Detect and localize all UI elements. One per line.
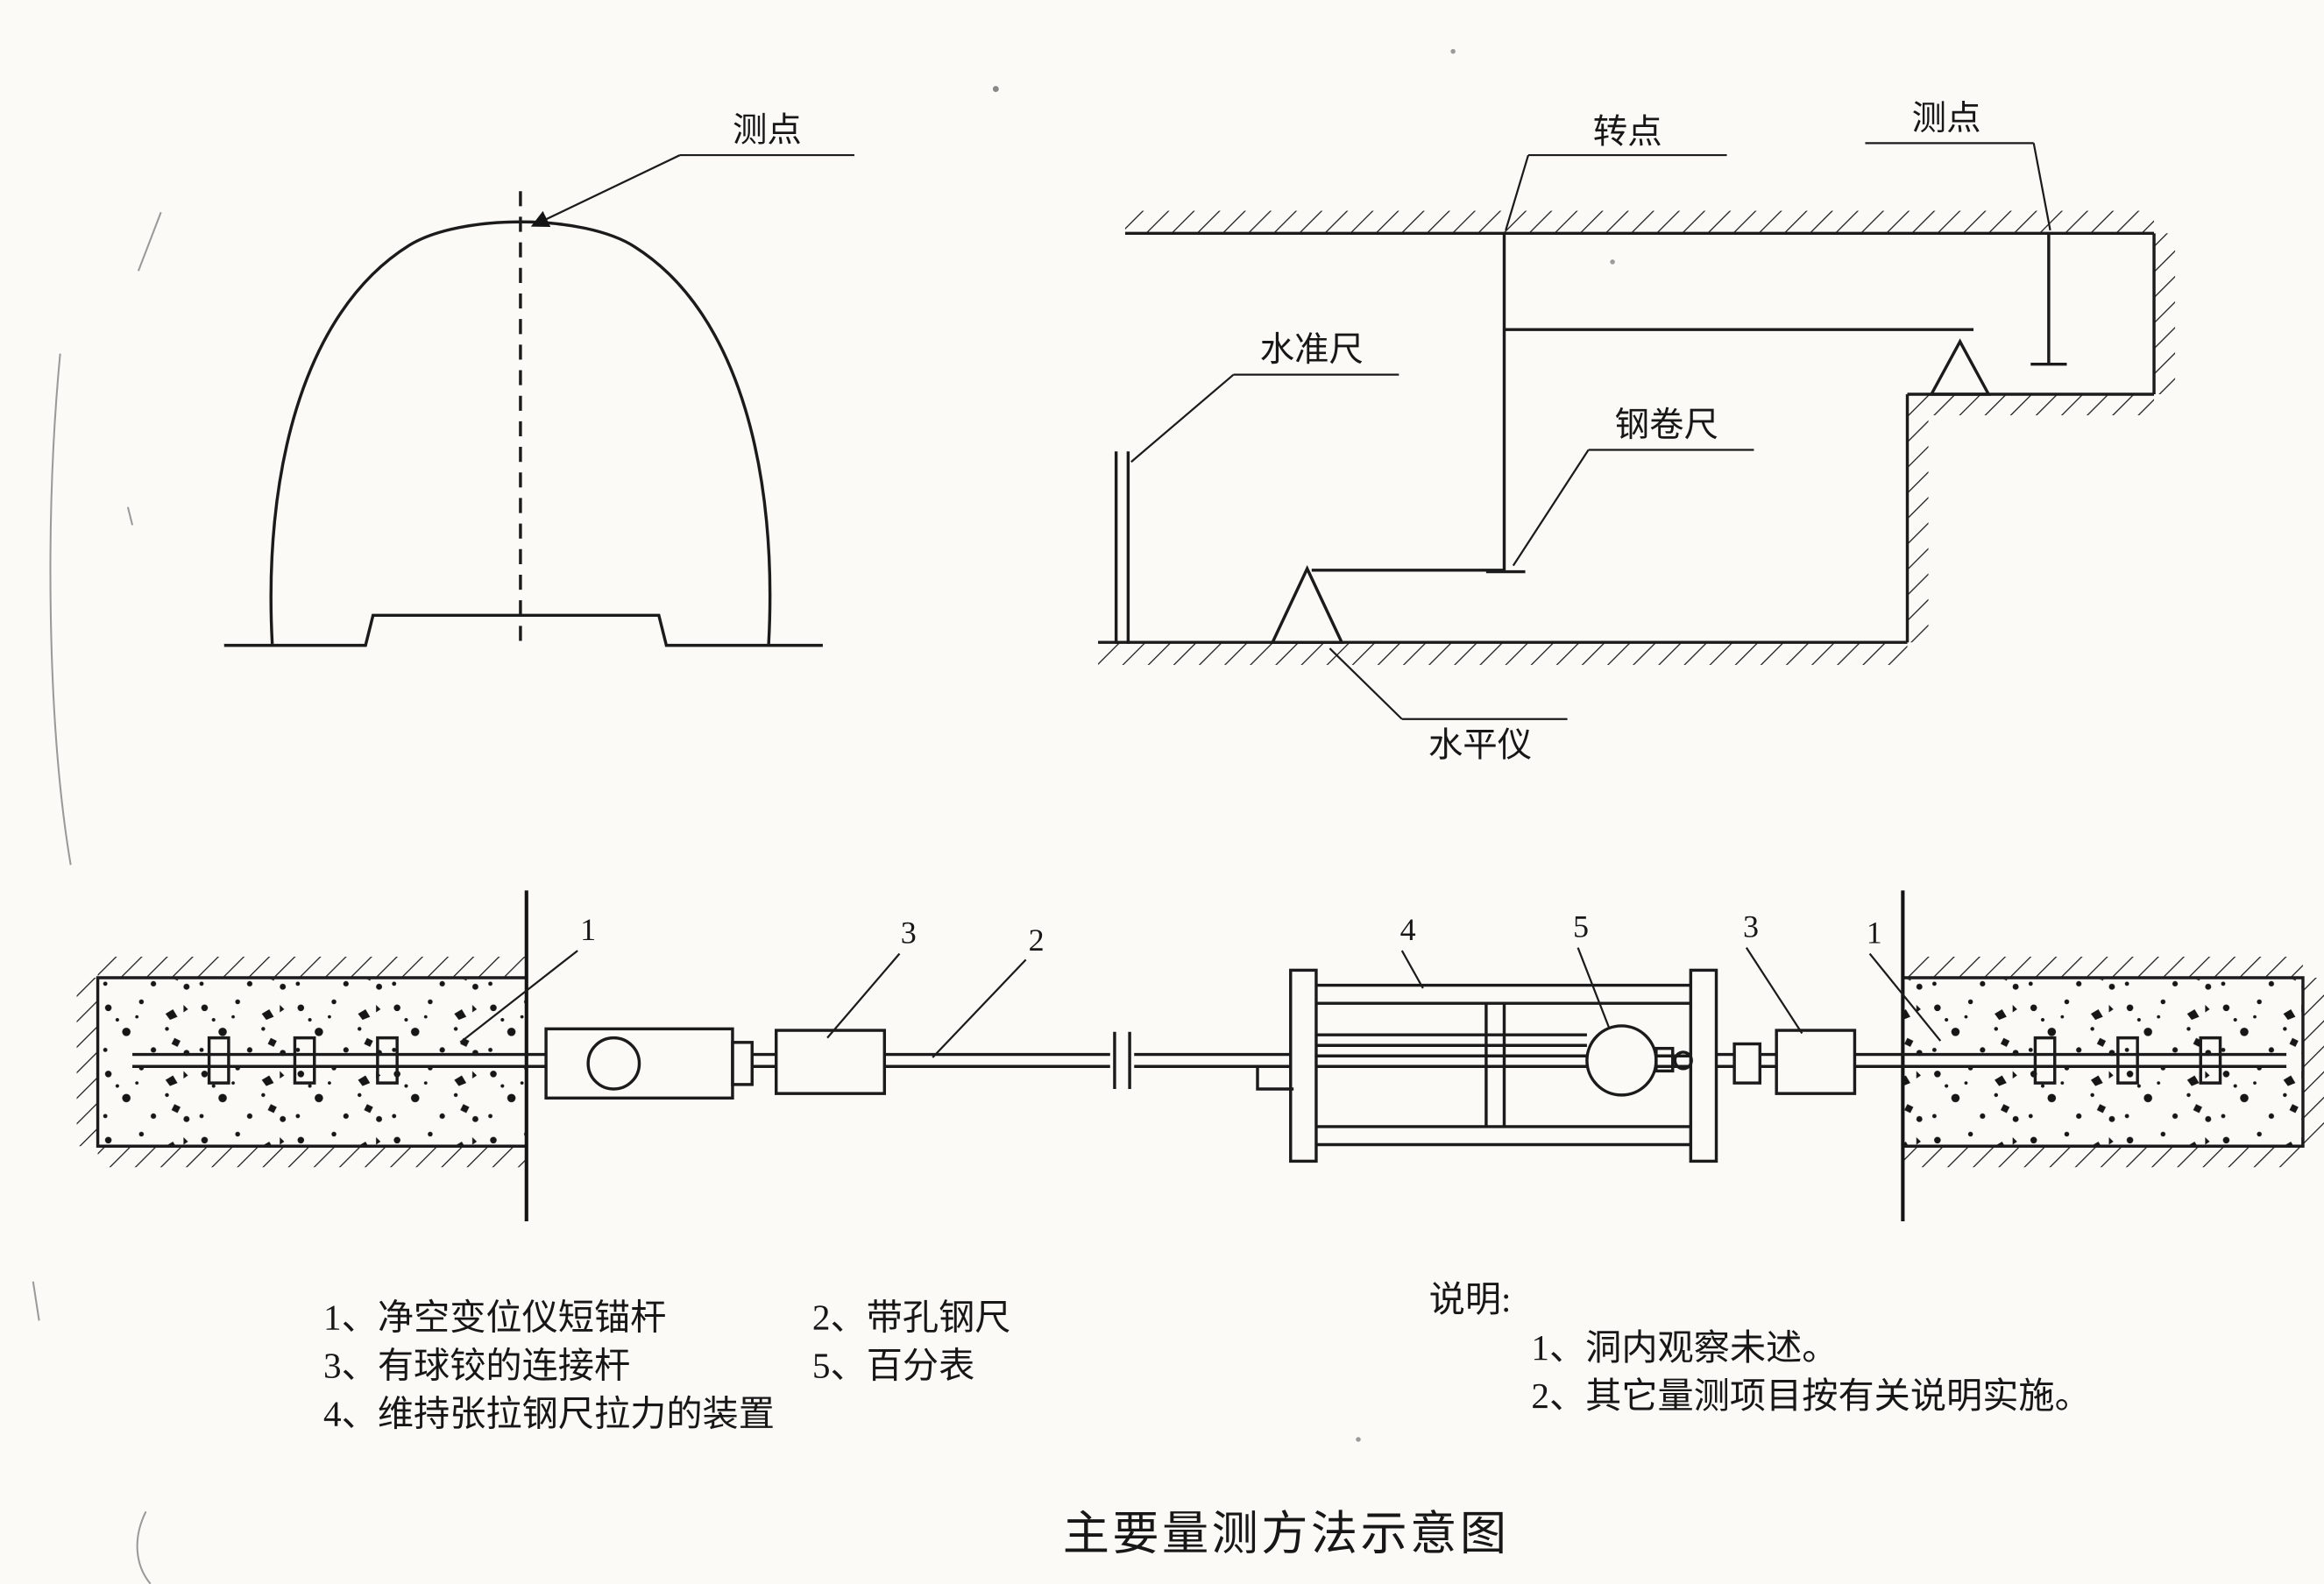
callout-leader (1745, 947, 1803, 1035)
scan-artifacts (32, 48, 1615, 1584)
scan-artifact (136, 1510, 152, 1584)
left-anchor-plates (207, 1036, 399, 1085)
tension-bracket (1256, 1066, 1294, 1091)
callout-3-right: 3 (1743, 909, 1759, 944)
callout-leader (1400, 950, 1424, 989)
callout-leader (1576, 947, 1611, 1029)
scan-artifact (1610, 259, 1615, 265)
tunnel-point-callout: 测点 (530, 111, 854, 227)
steel-tape-label: 钢卷尺 (1615, 406, 1718, 444)
legend-item-5: 5、百分表 (812, 1346, 974, 1386)
left-connecting-rod-body (775, 1029, 887, 1095)
right-rock-side-hatch (2302, 977, 2324, 1147)
callout-leader (1329, 647, 1403, 720)
callout-2: 2 (1029, 923, 1045, 958)
scan-artifact (992, 86, 999, 92)
gauge-ball-joint (586, 1036, 641, 1091)
left-rock-bottom-hatch (97, 1146, 527, 1168)
right-connecting-rod-body (1775, 1029, 1857, 1095)
tape-coupling (1113, 1031, 1131, 1090)
turning-point-callout: 转点 (1505, 112, 1727, 231)
note-item-2: 2、其它量测项目按有关说明实施。 (1531, 1375, 2090, 1416)
left-rock-top-hatch (97, 956, 527, 978)
right-anchor-plates (2033, 1036, 2222, 1085)
note-item-1: 1、洞内观察未述。 (1531, 1327, 1838, 1368)
right-rock-top-hatch (1902, 956, 2303, 978)
left-rock-fill (99, 979, 526, 1145)
bench-face-hatch (1907, 415, 1929, 643)
callout-1-right: 1 (1867, 916, 1882, 951)
callout-4: 4 (1400, 912, 1416, 947)
bench-tripod (1929, 338, 1992, 396)
measuring-rod-lines (132, 1052, 2287, 1068)
convergence-diagram: 1 3 2 4 5 3 1 (76, 890, 2324, 1222)
frame-left-plate (1289, 968, 1318, 1163)
page-title: 主要量测方法示意图 (1063, 1508, 1510, 1559)
legend-item-3: 3、有球铰的连接杆 (323, 1346, 630, 1386)
left-rock-outline (96, 976, 527, 1148)
legend-item-4: 4、维持张拉钢尺拉力的装置 (323, 1394, 775, 1434)
scan-artifact (1356, 1437, 1361, 1442)
legend-item-1: 1、净空变位仪短锚杆 (323, 1298, 666, 1338)
leveling-rod-label: 水准尺 (1260, 330, 1364, 369)
legend: 1、净空变位仪短锚杆 3、有球铰的连接杆 4、维持张拉钢尺拉力的装置 2、带孔钢… (323, 1298, 1010, 1434)
floor-hatch (1098, 642, 1908, 665)
gauge-neck (731, 1041, 754, 1086)
right-coupler-nut (1732, 1042, 1762, 1085)
leveling-rod-callout: 水准尺 (1130, 330, 1399, 463)
callout-leader (1505, 154, 1530, 231)
scan-artifact (1450, 48, 1456, 54)
callout-leader (1130, 373, 1235, 463)
right-wall-hatch (2154, 233, 2176, 394)
tunnel-cross-section: 测点 (223, 111, 854, 647)
scan-artifact (137, 211, 162, 272)
dial-gauge-stem (1654, 1046, 1675, 1073)
callout-leader (932, 958, 1027, 1058)
callout-leader (459, 950, 578, 1043)
measure-point-label: 测点 (1912, 99, 1981, 138)
scan-artifact (126, 506, 134, 526)
callout-leader (826, 952, 901, 1039)
callout-leader (1512, 449, 1590, 567)
callout-3-left: 3 (901, 916, 917, 951)
hanging-point-rod (2030, 233, 2067, 366)
callout-1-left: 1 (580, 912, 596, 947)
dial-gauge-knob (1673, 1050, 1693, 1071)
notes-heading: 说明: (1429, 1279, 1512, 1319)
right-rock-outline (1902, 976, 2305, 1148)
convergence-callouts: 1 3 2 4 5 3 1 (459, 909, 1942, 1058)
right-rock-bottom-hatch (1902, 1146, 2303, 1168)
notes: 说明: 1、洞内观察未述。 2、其它量测项目按有关说明实施。 (1429, 1279, 2091, 1416)
tunnel-point-label: 测点 (733, 111, 802, 150)
frame-bars (1315, 983, 1691, 1147)
leveling-staff (1114, 451, 1130, 644)
measure-point-callout: 测点 (1865, 99, 2051, 231)
right-rock-fill (1904, 979, 2303, 1145)
level-instrument-callout: 水平仪 (1329, 647, 1568, 765)
hanging-steel-tape (1485, 233, 1526, 574)
steel-tape-callout: 钢卷尺 (1512, 406, 1754, 567)
left-rock-side-hatch (76, 977, 98, 1147)
dial-gauge (1585, 1024, 1658, 1097)
scan-artifact (32, 1281, 40, 1321)
callout-leader (2032, 143, 2051, 231)
turning-point-label: 转点 (1593, 112, 1662, 151)
bench-top-hatch (1907, 393, 2155, 416)
legend-item-2: 2、带孔钢尺 (812, 1298, 1011, 1338)
callout-leader-arrow (530, 154, 681, 227)
tunnel-floor-outline (223, 613, 823, 647)
floor-level-instrument (1270, 565, 1344, 644)
scan-artifact (49, 353, 72, 866)
leveling-diagram: 转点 测点 水准尺 钢卷尺 水平仪 (1098, 99, 2176, 765)
ceiling-hatch (1124, 210, 2155, 234)
callout-5: 5 (1573, 909, 1589, 944)
frame-right-plate (1689, 968, 1718, 1163)
level-instrument-label: 水平仪 (1428, 726, 1532, 765)
callout-leader (1868, 952, 1942, 1042)
